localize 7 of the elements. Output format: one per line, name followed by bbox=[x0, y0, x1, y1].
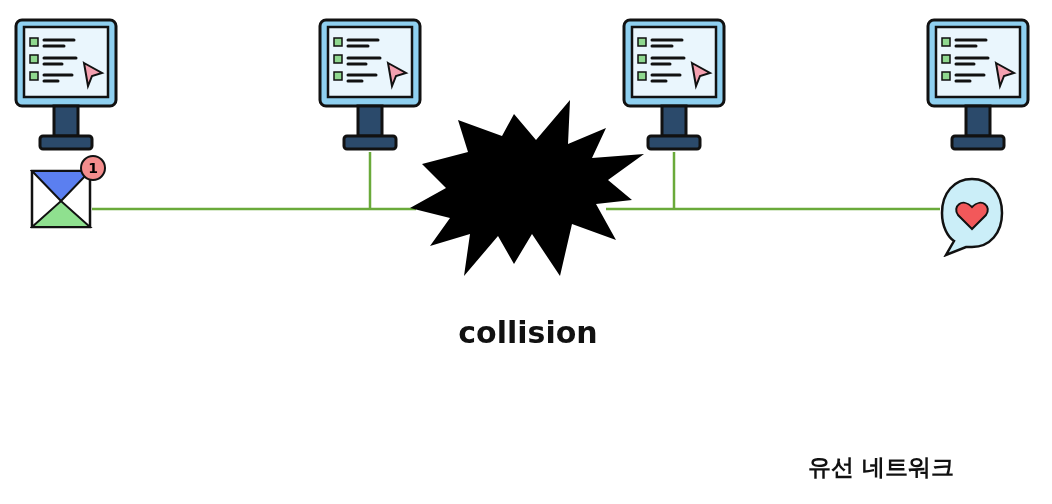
network-label: 유선 네트워크 bbox=[808, 453, 954, 482]
caption-text: collision bbox=[457, 315, 599, 350]
bus-line bbox=[92, 207, 416, 211]
notification-badge: 1 bbox=[80, 155, 106, 181]
bus-line bbox=[606, 207, 940, 211]
drop-line bbox=[368, 152, 372, 209]
drop-line bbox=[672, 152, 676, 209]
